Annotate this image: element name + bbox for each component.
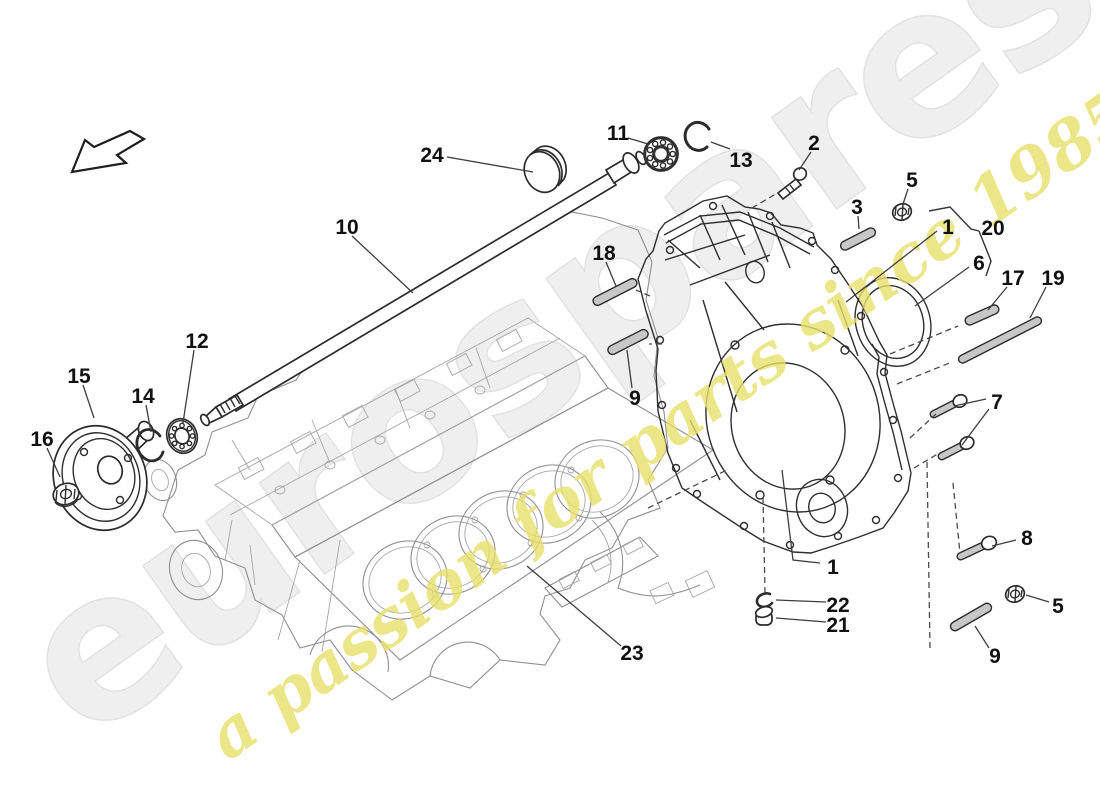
assembly-dashed-lines — [635, 191, 961, 649]
nut-5-bottom — [1004, 584, 1026, 604]
engine-block-drawing — [142, 211, 716, 701]
leader-line-9 — [974, 625, 990, 649]
valley-details — [231, 328, 523, 495]
leader-line-2 — [798, 151, 812, 171]
part-label-24: 24 — [420, 144, 444, 167]
leader-line-7 — [953, 398, 987, 407]
bolt-7-upper — [929, 393, 968, 419]
leader-line-13 — [710, 141, 731, 150]
leader-line-24 — [446, 156, 534, 173]
leader-line-8 — [991, 539, 1017, 547]
part-label-13: 13 — [729, 149, 752, 172]
part-label-10: 10 — [335, 216, 358, 239]
cap-24 — [523, 145, 568, 194]
bearing-12 — [165, 417, 199, 455]
leader-line-9 — [626, 349, 633, 389]
leader-line-19 — [1029, 286, 1047, 319]
drive-shaft — [199, 150, 647, 427]
leader-line-23 — [526, 565, 622, 647]
part-label-15: 15 — [67, 365, 91, 388]
leader-line-3 — [857, 215, 860, 230]
stud-9-left — [607, 328, 649, 356]
bolt-2 — [776, 166, 808, 201]
leader-line-18 — [605, 261, 617, 287]
part-label-7: 7 — [991, 391, 1003, 414]
leader-line-11 — [627, 137, 649, 145]
head-bolt-holes — [423, 466, 583, 598]
nut-5-top — [891, 202, 913, 222]
stud-19 — [957, 316, 1043, 364]
circlip-14 — [135, 428, 165, 463]
stud-9-bottom — [949, 602, 993, 632]
bolt-7-lower — [937, 435, 975, 461]
leader-line-15 — [82, 384, 95, 419]
seal-ring — [854, 277, 932, 367]
part-label-22: 22 — [826, 594, 849, 617]
part-label-14: 14 — [131, 385, 155, 408]
leader-line-7 — [961, 408, 990, 446]
part-label-23: 23 — [620, 642, 643, 665]
leader-line-14 — [145, 404, 152, 433]
bearing-11 — [643, 136, 679, 172]
part-label-5: 5 — [1052, 595, 1064, 618]
nut-16 — [52, 482, 80, 508]
part-label-16: 16 — [30, 428, 53, 451]
part-label-9: 9 — [629, 387, 641, 410]
axle-cover-drawing — [637, 195, 912, 554]
part-label-5: 5 — [906, 169, 918, 192]
part-label-12: 12 — [185, 330, 208, 353]
part-label-6: 6 — [973, 252, 985, 275]
leader-line-10 — [351, 235, 414, 294]
part-label-8: 8 — [1021, 527, 1033, 550]
stud-17 — [964, 304, 1000, 326]
leader-line-17 — [987, 286, 1008, 311]
bolt-8 — [956, 535, 998, 561]
block-bottom-details — [544, 511, 716, 608]
callout-bracket-1-20 — [928, 206, 992, 277]
leader-line-6 — [914, 266, 970, 307]
leader-line-12 — [182, 349, 195, 424]
cylinder-bores — [362, 439, 640, 620]
leader-line-1 — [781, 469, 821, 564]
part-label-1: 1 — [942, 216, 954, 239]
leader-line-16 — [46, 447, 61, 478]
part-label-17: 17 — [1001, 267, 1024, 290]
block-front-face — [142, 458, 501, 677]
leader-line-5 — [1025, 594, 1050, 603]
leader-line-5 — [902, 188, 909, 205]
stud-18 — [592, 277, 638, 307]
plug-21 — [754, 605, 774, 626]
part-label-1: 1 — [827, 556, 839, 579]
part-label-18: 18 — [592, 242, 616, 265]
part-label-19: 19 — [1041, 267, 1064, 290]
ring-22 — [755, 592, 774, 609]
leader-line-22 — [775, 599, 827, 603]
circlip-13 — [683, 121, 711, 152]
part-label-3: 3 — [851, 196, 863, 219]
cover-bolt-holes — [655, 201, 903, 550]
part-label-20: 20 — [981, 217, 1004, 240]
leader-line-21 — [775, 617, 827, 623]
leader-line-1 — [845, 230, 938, 303]
part-label-9: 9 — [989, 645, 1001, 668]
part-label-21: 21 — [826, 614, 850, 637]
part-label-11: 11 — [607, 122, 630, 145]
direction-arrow — [70, 129, 147, 174]
stud-3 — [839, 227, 877, 251]
part-label-2: 2 — [808, 132, 820, 155]
